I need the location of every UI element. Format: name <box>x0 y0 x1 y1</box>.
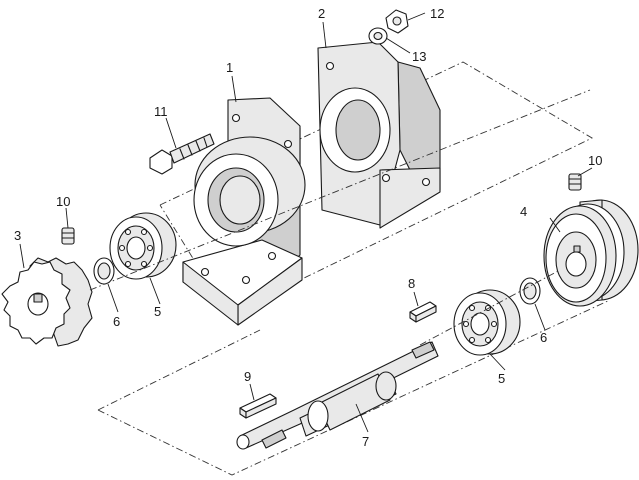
callout-part-9: 9 <box>244 369 251 384</box>
shaft-key-short <box>409 301 437 323</box>
callout-part-13: 13 <box>412 49 426 64</box>
callout-part-1: 1 <box>226 60 233 75</box>
lock-washer <box>368 27 388 45</box>
shaft-boundary-line <box>97 299 611 476</box>
spur-gear <box>1 257 93 347</box>
callout-part-12: 12 <box>430 6 444 21</box>
v-belt-pulley <box>543 199 639 307</box>
bolt <box>149 133 215 175</box>
bearing-bracket-rear <box>317 41 441 229</box>
callout-part-8: 8 <box>408 276 415 291</box>
bearing-bracket-front <box>182 97 306 326</box>
ball-bearing-right <box>453 289 521 356</box>
set-screw-left <box>61 227 75 245</box>
ball-bearing-left <box>109 212 177 280</box>
callout-part-10-left: 10 <box>56 194 70 209</box>
snap-ring-right <box>519 277 541 305</box>
shaft-centerline-lower <box>419 269 561 346</box>
shaft-key-long <box>239 393 277 419</box>
callout-part-2: 2 <box>318 6 325 21</box>
callout-part-6-left: 6 <box>113 314 120 329</box>
callout-part-11: 11 <box>154 104 168 119</box>
callout-part-5-right: 5 <box>498 371 505 386</box>
snap-ring-left <box>93 257 115 285</box>
callout-part-7: 7 <box>362 434 369 449</box>
drive-shaft <box>236 341 439 450</box>
set-screw-right <box>568 173 582 191</box>
callout-part-6-right: 6 <box>540 330 547 345</box>
callout-part-10-right: 10 <box>588 153 602 168</box>
callout-part-5-left: 5 <box>154 304 161 319</box>
shaft-boundary-left <box>97 329 261 411</box>
shaft-centerline-upper <box>89 89 591 291</box>
leader-lines <box>19 12 593 433</box>
callout-part-3: 3 <box>14 228 21 243</box>
callout-part-4: 4 <box>520 204 527 219</box>
hex-nut <box>385 9 409 34</box>
